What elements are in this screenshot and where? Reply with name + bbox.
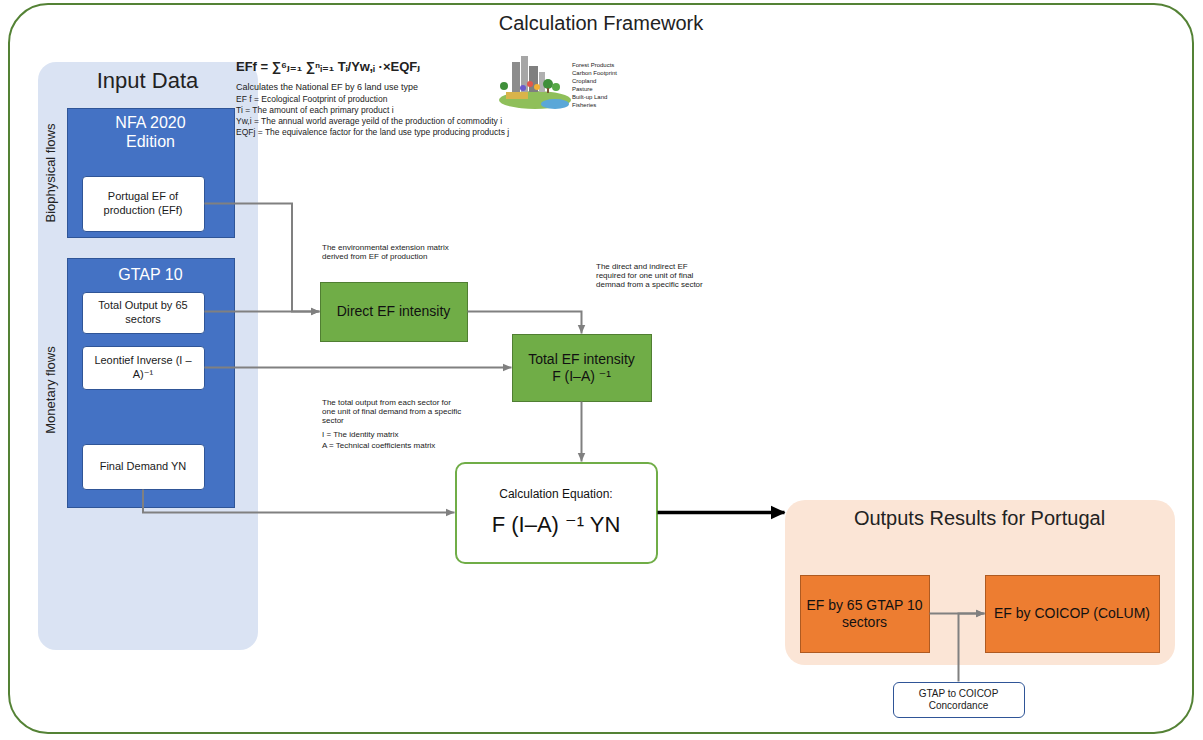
box-text: Final Demand YN	[100, 460, 187, 473]
illustration-ground	[499, 91, 571, 109]
illustration-label-holder: Carbon Footprint	[572, 70, 632, 77]
annotation: A = Technical coefficients matrix	[322, 441, 462, 450]
box-text: EF by COICOP (CoLUM)	[994, 605, 1150, 622]
flow-arrow	[959, 614, 985, 682]
process-box: Direct EF intensity	[320, 282, 468, 342]
illustration-city	[512, 56, 545, 92]
flow-arrow	[205, 367, 512, 369]
axis-label-holder: Monetary flows	[44, 280, 62, 500]
illustration-label: Fisheries	[572, 102, 632, 109]
illustration-label: Built-up Land	[572, 94, 632, 101]
illustration-label: Pasture	[572, 86, 632, 93]
box-text: Total EF intensity	[528, 351, 635, 368]
box-text: NFA 2020 Edition	[96, 113, 206, 151]
annotation-holder: I = The identity matrix	[322, 430, 462, 439]
output-panel: Outputs Results for Portugal EF by 65 GTA…	[785, 500, 1175, 665]
illustration-label: Carbon Footprint	[572, 70, 632, 77]
data-box: Final Demand YN	[82, 444, 205, 490]
source-box: NFA 2020 EditionPortugal EF of productio…	[67, 108, 235, 238]
annotation: The environmental extension matrix deriv…	[322, 243, 452, 261]
annotation: The direct and indirect EF required for …	[596, 262, 716, 290]
box-text: Portugal EF of production (EFf)	[88, 190, 199, 216]
flow-arrow	[143, 490, 455, 513]
axis-label: Monetary flows	[44, 280, 59, 500]
data-box: Total Output by 65 sectors	[82, 292, 205, 334]
definition: Ti = The amount of each primary product …	[236, 106, 496, 116]
illustration-trees	[500, 79, 560, 93]
source-box: GTAP 10 Total Output by 65 sectorsLeontie…	[67, 258, 235, 508]
data-box: Leontief Inverse (I – A)⁻¹	[82, 346, 205, 390]
illustration-label: Forest Products	[572, 62, 632, 69]
illustration-label-holder: Built-up Land	[572, 94, 632, 101]
box-text: Input Data	[97, 68, 199, 94]
flow-arrow	[581, 402, 583, 462]
box-text: EF by 65 GTAP 10 sectors	[806, 597, 924, 631]
axis-label-holder: Biophysical flows	[44, 98, 62, 248]
box-text: GTAP 10	[118, 265, 182, 284]
box-text: Total Output by 65 sectors	[88, 299, 199, 325]
concordance-box: GTAP to COICOP Concordance	[893, 682, 1025, 718]
annotation: The total output from each sector for on…	[322, 398, 462, 426]
box-text: GTAP to COICOP Concordance	[899, 688, 1019, 712]
box-text: Calculation Equation:	[499, 487, 612, 501]
definition: EQFj = The equivalence factor for the la…	[236, 128, 566, 138]
definition-holder: EQFj = The equivalence factor for the la…	[236, 128, 566, 138]
annotation-holder: The environmental extension matrix deriv…	[322, 243, 452, 261]
flow-arrow	[205, 204, 320, 312]
framework-frame: Calculation FrameworkInput DataNFA 2020 …	[8, 3, 1194, 734]
definition: EF f = Ecological Footprint of productio…	[236, 95, 496, 105]
note: Calculates the National EF by 6 land use…	[236, 82, 496, 92]
box-text: Direct EF intensity	[337, 303, 451, 320]
annotation-holder: The direct and indirect EF required for …	[596, 262, 716, 290]
illustration-label: Cropland	[572, 78, 632, 85]
box-text: Leontief Inverse (I – A)⁻¹	[88, 354, 199, 380]
illustration-label-holder: Fisheries	[572, 102, 632, 109]
definition-holder: Yw,i = The annual world average yeild of…	[236, 117, 566, 127]
data-box: Portugal EF of production (EFf)	[82, 176, 205, 232]
box-formula: F (I–A) ⁻¹	[552, 368, 611, 385]
illustration-label-holder: Cropland	[572, 78, 632, 85]
illustration-label-holder: Forest Products	[572, 62, 632, 69]
result-arrow	[658, 511, 785, 515]
equation-box: Calculation Equation: F (I–A) ⁻¹ YN	[455, 462, 658, 564]
formula-holder: EFf = ∑⁶ⱼ₌₁ ∑ⁿᵢ₌₁ Tᵢ/Yw,ᵢ ·×EQFⱼ	[236, 60, 496, 75]
flow-arrow	[468, 312, 582, 334]
note-holder: Calculates the National EF by 6 land use…	[236, 82, 496, 92]
axis-label: Biophysical flows	[44, 98, 59, 248]
definition-holder: Ti = The amount of each primary product …	[236, 106, 496, 116]
process-box: Total EF intensityF (I–A) ⁻¹	[512, 334, 652, 402]
input-panel: Input DataNFA 2020 EditionPortugal EF of…	[38, 62, 258, 650]
formula: EFf = ∑⁶ⱼ₌₁ ∑ⁿᵢ₌₁ Tᵢ/Yw,ᵢ ·×EQFⱼ	[236, 60, 496, 75]
definition-holder: EF f = Ecological Footprint of productio…	[236, 95, 496, 105]
flow-arrow	[205, 311, 320, 313]
box-text: Outputs Results for Portugal	[854, 506, 1105, 530]
illustration-colour-dots	[520, 81, 540, 91]
illustration-label-holder: Pasture	[572, 86, 632, 93]
annotation-holder: The total output from each sector for on…	[322, 398, 462, 426]
box-formula: F (I–A) ⁻¹ YN	[492, 512, 621, 538]
annotation-holder: A = Technical coefficients matrix	[322, 441, 462, 450]
result-box: EF by COICOP (CoLUM)	[985, 575, 1160, 653]
definition: Yw,i = The annual world average yeild of…	[236, 117, 566, 127]
annotation: I = The identity matrix	[322, 430, 462, 439]
box-text: Calculation Framework	[499, 11, 704, 35]
result-box: EF by 65 GTAP 10 sectors	[800, 575, 930, 653]
